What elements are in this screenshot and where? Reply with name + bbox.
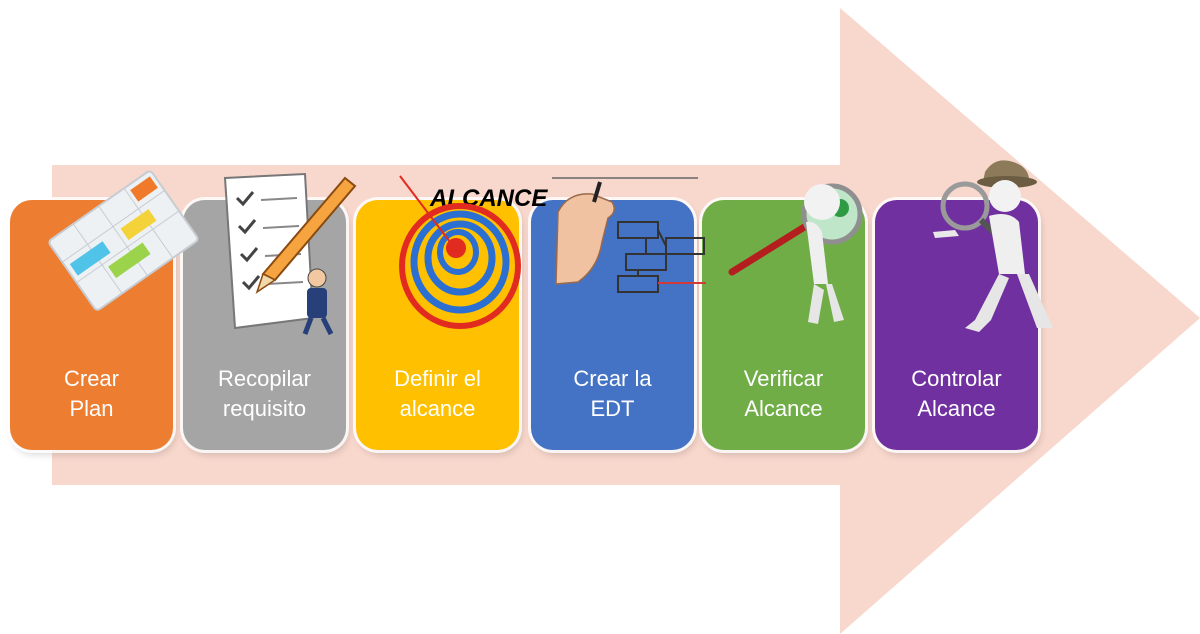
target-icon: ALCANCE bbox=[399, 175, 548, 329]
checklist-pencil-icon bbox=[223, 172, 357, 336]
step-label: Controlar Alcance bbox=[911, 366, 1002, 421]
step-label: Definir el alcance bbox=[394, 366, 481, 421]
step-label: Recopilar requisito bbox=[218, 366, 311, 421]
calendar-gantt-icon bbox=[48, 170, 199, 311]
step-label: Crear Plan bbox=[63, 366, 119, 421]
step-label: Crear la EDT bbox=[573, 366, 652, 421]
detective-figure-icon bbox=[933, 160, 1053, 332]
step-label: Verificar Alcance bbox=[743, 366, 824, 421]
magnifier-figure-icon bbox=[728, 183, 863, 324]
org-chart-hand-icon bbox=[552, 177, 706, 293]
